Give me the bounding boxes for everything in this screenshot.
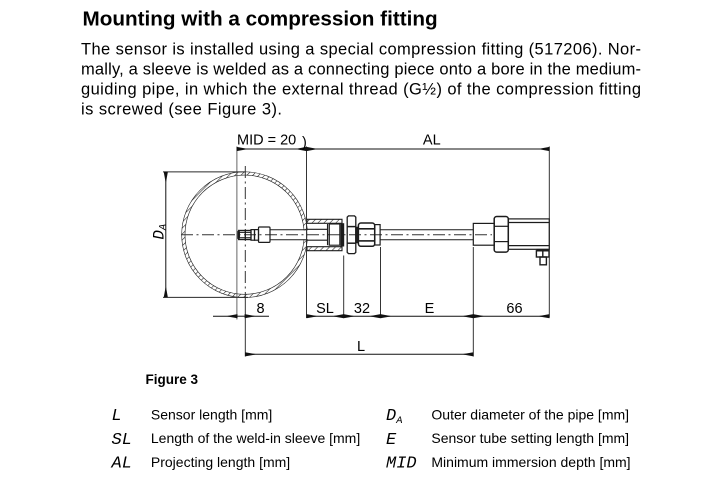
svg-text:is screwed (see Figure 3).: is screwed (see Figure 3).	[81, 100, 282, 118]
svg-text:Outer diameter of the pipe [mm: Outer diameter of the pipe [mm]	[431, 406, 629, 422]
svg-text:The sensor is installed using: The sensor is installed using a special …	[81, 41, 641, 59]
svg-text:SL: SL	[316, 301, 334, 317]
svg-text:Minimum immersion depth [mm]: Minimum immersion depth [mm]	[431, 454, 630, 470]
svg-text:32: 32	[354, 301, 370, 317]
svg-text:DA: DA	[386, 407, 403, 427]
svg-text:8: 8	[257, 301, 265, 317]
svg-text:SL: SL	[112, 431, 132, 450]
svg-text:66: 66	[506, 301, 522, 317]
svg-text:E: E	[386, 431, 397, 450]
svg-text:Sensor tube setting length [mm: Sensor tube setting length [mm]	[431, 430, 629, 446]
svg-text:): )	[302, 135, 307, 151]
svg-text:Figure 3: Figure 3	[146, 372, 199, 387]
svg-text:Length of the weld-in sleeve [: Length of the weld-in sleeve [mm]	[151, 430, 360, 446]
svg-text:Mounting with a compression fi: Mounting with a compression fitting	[83, 7, 438, 30]
svg-text:DA: DA	[151, 224, 170, 240]
svg-text:guiding pipe, in which the ext: guiding pipe, in which the external thre…	[81, 80, 641, 98]
svg-text:MID = 20: MID = 20	[237, 132, 296, 148]
svg-text:L: L	[112, 407, 122, 426]
svg-text:AL: AL	[423, 132, 441, 148]
svg-text:Projecting length [mm]: Projecting length [mm]	[151, 454, 290, 470]
svg-text:AL: AL	[111, 454, 132, 473]
svg-text:Sensor length [mm]: Sensor length [mm]	[151, 406, 272, 422]
svg-text:MID: MID	[386, 454, 417, 473]
svg-text:E: E	[425, 301, 435, 317]
svg-text:mally, a sleeve is welded as a: mally, a sleeve is welded as a connectin…	[81, 61, 641, 79]
svg-text:L: L	[357, 339, 365, 355]
